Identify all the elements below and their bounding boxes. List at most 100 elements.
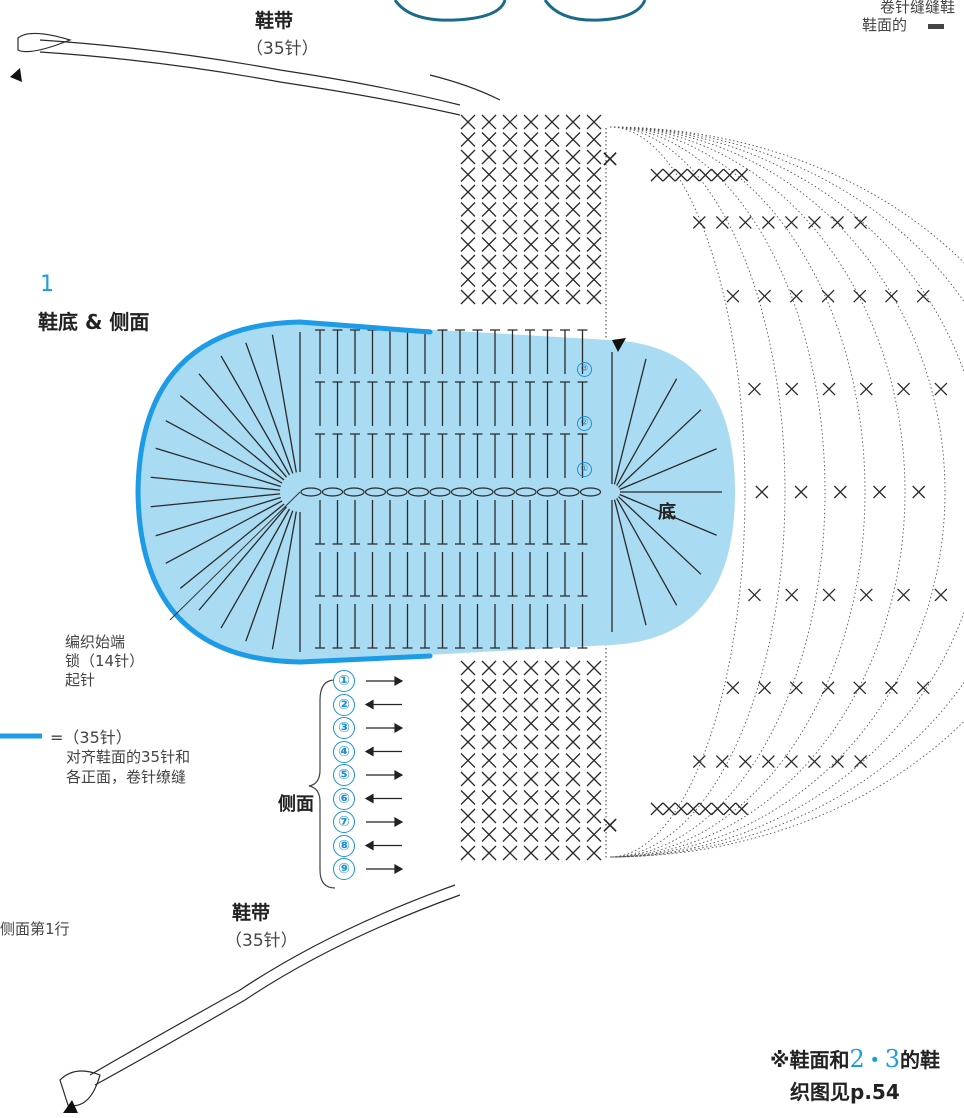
heel-stitch-7 <box>618 496 702 575</box>
dc-stitch-249 <box>350 433 360 478</box>
sc-stitch-75 <box>523 272 539 287</box>
dc-stitch-241 <box>332 381 343 426</box>
sc-stitch-90 <box>544 149 560 165</box>
dc-stitch-267 <box>402 433 413 478</box>
sc-stitch-80 <box>523 716 539 731</box>
strap-top-end <box>17 32 72 53</box>
dc-stitch-245 <box>350 329 360 374</box>
bottom-label: 底 <box>658 502 676 523</box>
sc-stitch-54 <box>502 289 518 305</box>
strap-top-chain-upper <box>39 39 461 106</box>
sc-stitch-217 <box>711 802 724 816</box>
sc-stitch-232 <box>603 818 617 832</box>
sc-stitch-63 <box>502 808 518 824</box>
row-arrow-head-2 <box>364 699 374 710</box>
sc-stitch-207 <box>698 802 712 816</box>
sc-stitch-72 <box>523 219 539 235</box>
dc-stitch-292 <box>472 604 483 649</box>
dotted-round-8 <box>609 126 964 858</box>
sc-stitch-211 <box>808 215 821 229</box>
sc-stitch-23 <box>481 132 497 147</box>
sc-stitch-184 <box>738 755 752 769</box>
side-row-1: ① <box>333 670 355 692</box>
sc-stitch-210 <box>711 168 724 182</box>
dc-stitch-304 <box>507 604 518 649</box>
dc-stitch-322 <box>560 604 570 649</box>
sc-stitch-150 <box>586 790 602 805</box>
sc-stitch-98 <box>544 289 560 305</box>
sc-stitch-0 <box>460 114 476 130</box>
footnote-prefix: ※鞋面和 <box>770 1048 850 1072</box>
sc-stitch-48 <box>502 184 518 200</box>
sole-edge-line <box>135 319 433 665</box>
sc-stitch-38 <box>481 753 497 768</box>
dc-stitch-234 <box>315 500 325 545</box>
sc-stitch-60 <box>502 753 518 768</box>
sc-stitch-168 <box>758 289 772 303</box>
dc-stitch-326 <box>577 552 588 597</box>
side-label: 侧面 <box>278 794 314 815</box>
sc-stitch-11 <box>460 660 476 676</box>
sc-stitch-10 <box>460 289 476 305</box>
sc-stitch-194 <box>821 681 835 695</box>
sc-stitch-231 <box>735 802 749 816</box>
sc-stitch-204 <box>897 588 911 602</box>
sc-stitch-109 <box>544 845 560 861</box>
sc-stitch-147 <box>586 734 602 750</box>
dc-stitch-278 <box>437 552 448 597</box>
dc-stitch-240 <box>332 500 343 545</box>
dotted-round-9 <box>609 126 964 858</box>
chain-stitch-3 <box>343 487 365 497</box>
sc-stitch-28 <box>481 219 497 235</box>
dc-stitch-258 <box>385 500 395 545</box>
top-fragment-left <box>393 0 507 22</box>
sc-stitch-193 <box>859 588 873 602</box>
sc-stitch-30 <box>481 254 497 270</box>
sc-stitch-144 <box>586 679 602 694</box>
sc-stitch-185 <box>674 802 688 816</box>
sc-stitch-101 <box>544 697 560 713</box>
dc-stitch-262 <box>385 604 395 649</box>
sc-stitch-180 <box>822 382 836 396</box>
sc-stitch-68 <box>523 149 539 165</box>
row-arrow-head-6 <box>364 793 374 804</box>
sc-stitch-84 <box>523 790 539 805</box>
sc-stitch-158 <box>748 382 761 396</box>
sc-stitch-99 <box>544 660 560 676</box>
footnote-dot: ・ <box>864 1048 885 1072</box>
sc-stitch-163 <box>650 802 664 816</box>
dc-stitch-274 <box>420 604 430 649</box>
toe-stitch-11 <box>165 420 283 484</box>
strap-top-arrow <box>429 74 501 101</box>
top-fragment-right <box>543 0 647 22</box>
dc-stitch-252 <box>367 500 378 545</box>
dc-stitch-318 <box>560 500 570 545</box>
dc-stitch-242 <box>332 552 343 597</box>
chain-stitch-10 <box>493 487 516 497</box>
sc-stitch-49 <box>502 202 518 217</box>
sc-stitch-149 <box>586 771 602 787</box>
sc-stitch-79 <box>523 697 539 713</box>
toe-stitch-10 <box>155 447 281 488</box>
dc-stitch-328 <box>577 604 588 649</box>
sc-stitch-20 <box>460 827 476 842</box>
dc-stitch-299 <box>507 329 518 374</box>
dc-stitch-309 <box>525 433 535 478</box>
side-row-6: ⑥ <box>333 787 355 810</box>
sc-stitch-55 <box>502 660 518 676</box>
toe-stitch-15 <box>245 342 294 474</box>
sc-stitch-137 <box>586 202 602 217</box>
row-arrow-head-9 <box>394 863 404 875</box>
dc-stitch-321 <box>560 433 570 478</box>
sc-stitch-56 <box>502 679 518 694</box>
sc-stitch-102 <box>544 716 560 731</box>
row-arrow-head-4 <box>364 746 374 757</box>
sc-stitch-15 <box>460 734 476 750</box>
dc-stitch-239 <box>332 329 343 374</box>
sc-stitch-201 <box>853 289 867 303</box>
sc-stitch-151 <box>586 808 602 824</box>
sc-stitch-125 <box>565 734 581 750</box>
sc-stitch-141 <box>586 272 602 287</box>
dc-stitch-272 <box>420 552 430 597</box>
start-leader-line <box>169 491 301 621</box>
